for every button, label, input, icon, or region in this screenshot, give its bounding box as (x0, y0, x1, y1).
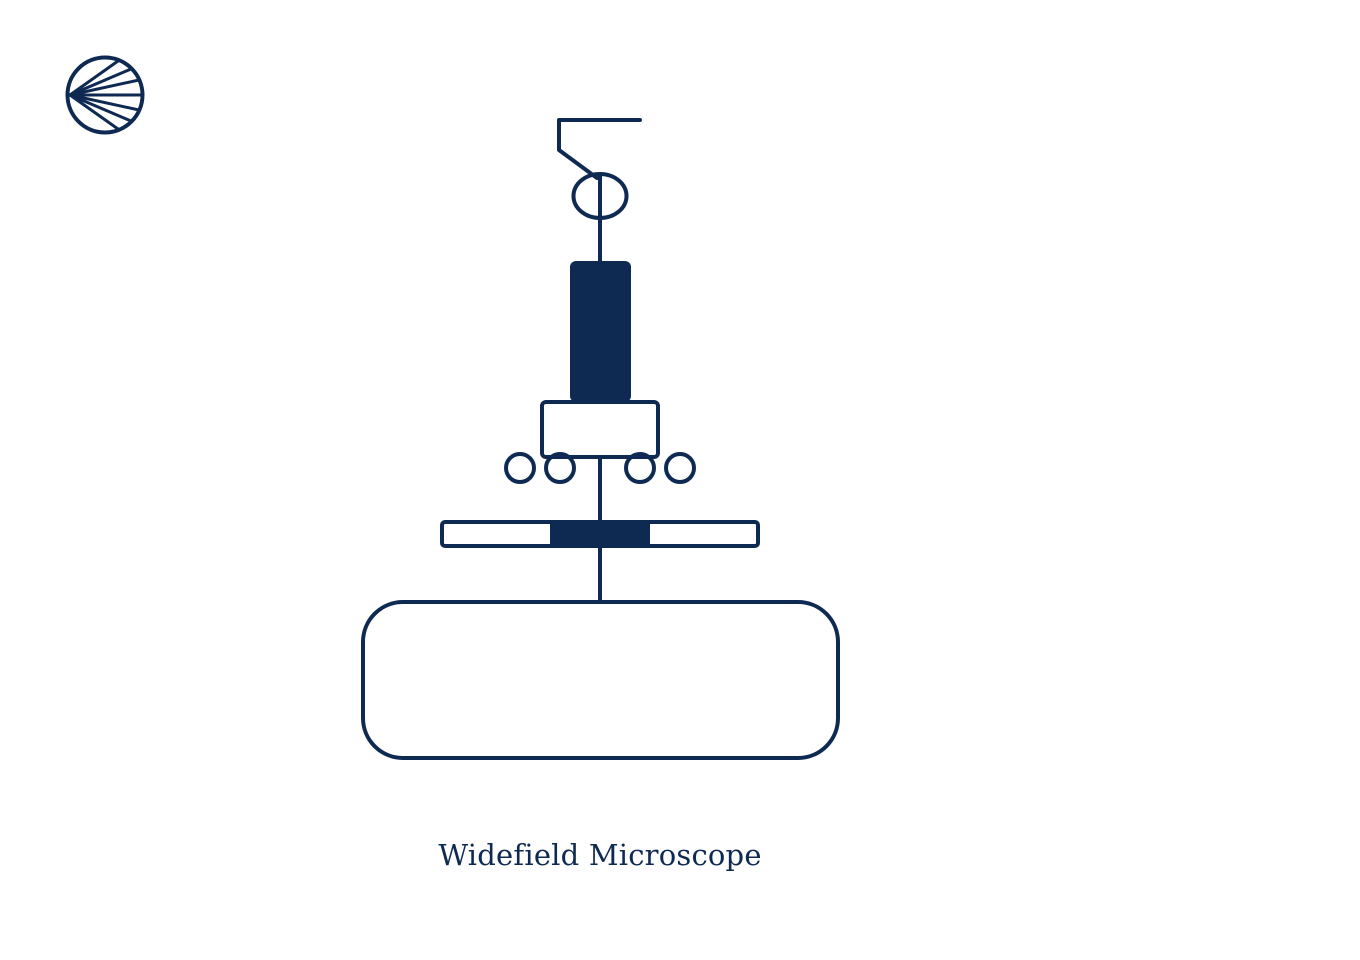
diagram-caption: Widefield Microscope (438, 838, 762, 872)
stage (440, 520, 760, 548)
nosepiece-knobs (504, 452, 696, 484)
base (361, 600, 840, 760)
fan-ray-circle-logo-icon (65, 55, 145, 135)
nosepiece (540, 400, 660, 459)
condenser-lens (571, 172, 629, 220)
objective (570, 261, 631, 402)
